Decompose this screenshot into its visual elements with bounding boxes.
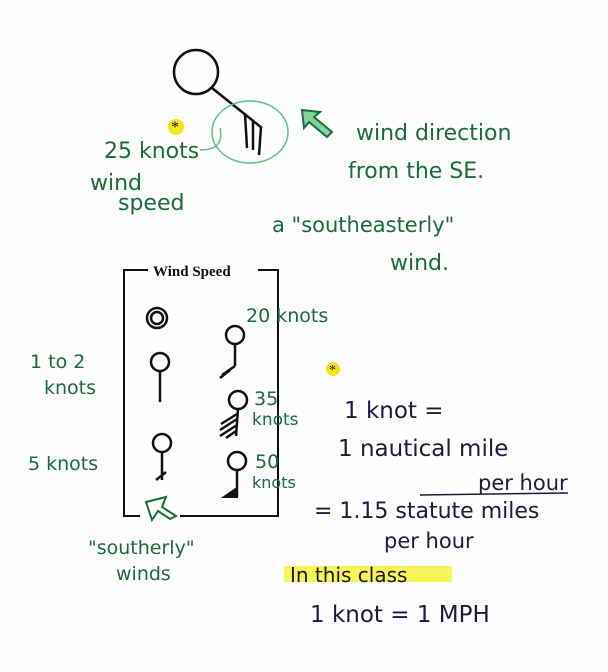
note-line3: per hour xyxy=(478,471,568,495)
highlight-circle xyxy=(211,100,289,164)
name-line2: wind. xyxy=(390,251,449,276)
symbol-50-knots xyxy=(220,450,248,498)
label-35-unit: knots xyxy=(252,410,299,430)
star-highlight xyxy=(168,119,184,135)
legend-title: Wind Speed xyxy=(153,264,231,280)
symbol-35-knots xyxy=(219,389,249,440)
symbol-1-to-2-knots xyxy=(149,351,171,402)
highlight-bar xyxy=(284,566,452,582)
southerly-line2: winds xyxy=(116,563,171,585)
speed-line1: wind xyxy=(90,171,142,196)
note-line5: per hour xyxy=(384,529,474,553)
label-5-knots: 5 knots xyxy=(28,453,98,475)
label-50-unit: knots xyxy=(252,473,296,492)
star-highlight-2 xyxy=(326,362,340,376)
note-line1: 1 knot = xyxy=(344,398,444,424)
direction-arrow-icon xyxy=(300,108,334,139)
speed-value: 25 knots xyxy=(104,139,199,164)
direction-line1: wind direction xyxy=(356,121,511,146)
speed-line2: speed xyxy=(118,191,184,216)
highlight-text: In this class xyxy=(290,563,407,587)
symbol-calm xyxy=(145,306,169,330)
label-35-num: 35 xyxy=(254,388,278,410)
star-icon-2: * xyxy=(329,363,336,378)
label-50-num: 50 xyxy=(255,451,279,473)
legend-box xyxy=(123,269,279,517)
symbol-20-knots xyxy=(219,324,246,379)
connector-line xyxy=(199,127,222,151)
star-icon: * xyxy=(171,119,179,136)
note-line4: = 1.15 statute miles xyxy=(314,499,539,524)
direction-line2: from the SE. xyxy=(348,159,484,184)
label-20-knots: 20 knots xyxy=(246,305,328,327)
name-line1: a "southeasterly" xyxy=(272,213,454,237)
label-1-to-2-line2: knots xyxy=(44,377,96,399)
symbol-5-knots xyxy=(151,432,173,481)
southerly-line1: "southerly" xyxy=(88,537,195,559)
note-line6: 1 knot = 1 MPH xyxy=(310,602,490,628)
underline xyxy=(419,492,569,496)
label-1-to-2-line1: 1 to 2 xyxy=(30,351,85,373)
station-model-25-knots-se xyxy=(172,48,263,156)
southerly-arrow-icon xyxy=(144,495,179,523)
note-line2: 1 nautical mile xyxy=(338,436,508,462)
